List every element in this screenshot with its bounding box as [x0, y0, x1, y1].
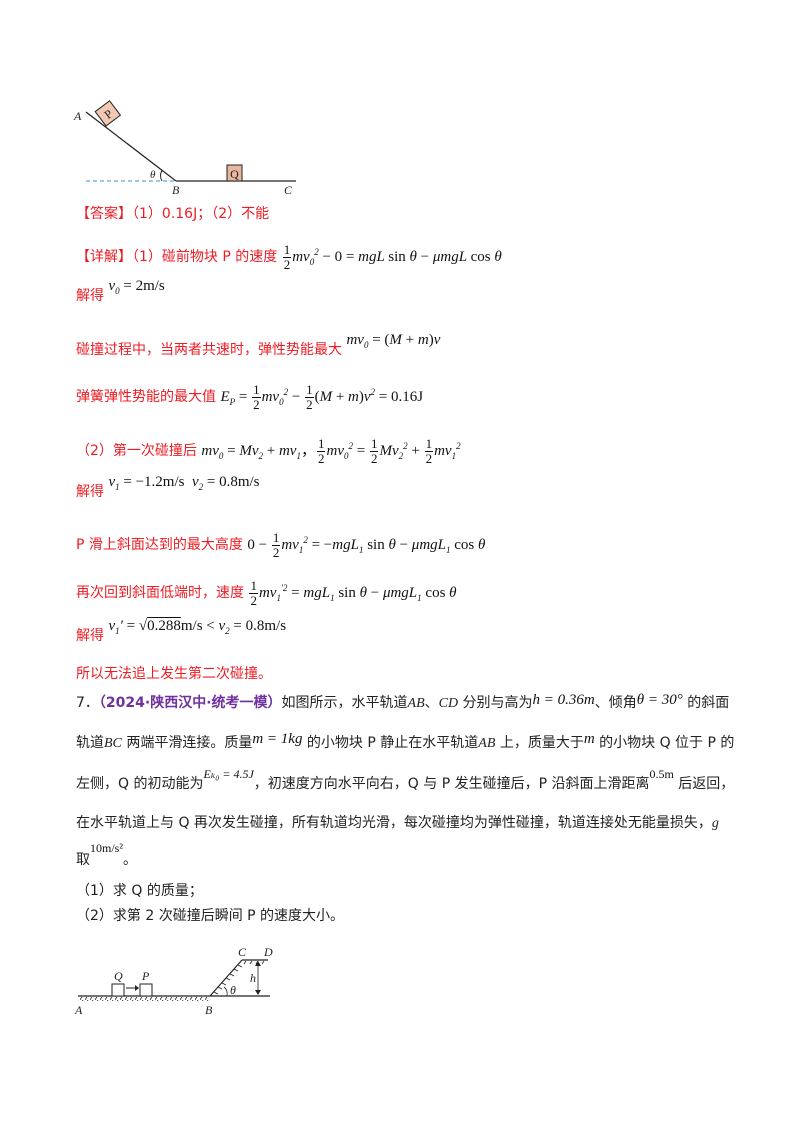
q7-g-symbol: g — [711, 816, 719, 831]
question-number: 7． — [76, 695, 99, 711]
detail-line-9: 解得 v1′ = √0.288m/s < v2 = 0.8m/s — [76, 618, 286, 651]
arrow-head-icon — [135, 985, 139, 991]
detail-line-3: 碰撞过程中，当两者共速时，弹性势能最大 mv0 = (M + m)v — [76, 332, 440, 365]
q7-text: ，初速度方向水平向右，Q 与 P 发生碰撞后，P 沿斜面上滑距离 — [253, 776, 650, 792]
ground-hatch — [78, 997, 210, 1001]
detail-line7-text: P 滑上斜面达到的最大高度 — [76, 537, 243, 553]
detail-line8-text: 再次回到斜面低端时，速度 — [76, 585, 244, 601]
svg-text:B: B — [205, 1003, 213, 1017]
detail-line3-text: 碰撞过程中，当两者共速时，弹性势能最大 — [76, 342, 342, 358]
q7-angle-value: θ = 30° — [636, 692, 683, 708]
conclusion-text: 所以无法追上发生第二次碰撞。 — [76, 666, 272, 682]
question7-line-4: 在水平轨道上与 Q 再次发生碰撞，所有轨道均光滑，每次碰撞均为弹性碰撞，轨道连接… — [76, 813, 719, 834]
q7-gravity-value: 10m/s² — [90, 841, 123, 855]
conclusion-line: 所以无法追上发生第二次碰撞。 — [76, 664, 272, 684]
q7-text: 后返回， — [673, 776, 735, 792]
question7-line-5: 取10m/s²。 — [76, 841, 137, 870]
question-source: （2024·陕西汉中·统考一模） — [98, 695, 282, 711]
q7-cd: CD — [438, 696, 459, 711]
q7-m-symbol: m — [583, 731, 595, 747]
block-p: P — [94, 100, 122, 127]
svg-text:C: C — [284, 183, 293, 197]
formula-v0: v0 = 2m/s — [108, 278, 165, 296]
detail-line-6: 解得 v1 = −1.2m/s v2 = 0.8m/s — [76, 474, 260, 507]
svg-text:C: C — [238, 945, 247, 959]
q7-distance: 0.5m — [649, 767, 674, 781]
svg-text:A: A — [73, 109, 82, 123]
svg-text:Q: Q — [230, 167, 239, 181]
detail-line1-text: （1）碰前物块 P 的速度 — [132, 249, 278, 265]
q7-kinetic-energy: Eₖ₀ = 4.5J — [203, 767, 254, 781]
q7-text: 两端平滑连接。质量 — [121, 735, 253, 751]
detail-line4-text: 弹簧弹性势能的最大值 — [76, 389, 216, 405]
svg-text:A: A — [74, 1003, 83, 1017]
answer-tag: 【答案】 — [76, 206, 132, 222]
detail-line-2: 解得 v0 = 2m/s — [76, 278, 165, 311]
block-q — [226, 164, 243, 182]
svg-text:D: D — [263, 945, 273, 959]
track-diagram-2: Q P A B C D h θ — [74, 945, 273, 1017]
incline-diagram-1: P Q θ A B C — [73, 100, 296, 197]
q7-height-value: h = 0.36m — [532, 692, 595, 708]
answer-line: 【答案】（1）0.16J；（2）不能 — [76, 204, 269, 224]
svg-text:B: B — [172, 183, 180, 197]
q7-text: 如图所示，水平轨道 — [281, 695, 408, 711]
q7-mass-value: m = 1kg — [252, 731, 303, 747]
q7-ab: AB — [478, 736, 496, 751]
q7-text: 分别与高为 — [458, 695, 533, 711]
question7-line-1: 7．（2024·陕西汉中·统考一模）如图所示，水平轨道AB、CD 分别与高为h … — [76, 692, 730, 714]
q7-text: 、倾角 — [594, 695, 637, 711]
detail-line5-text: （2）第一次碰撞后 — [76, 443, 197, 459]
q7-ab: AB — [407, 696, 425, 711]
arrow-up-icon — [255, 961, 261, 966]
slope-hatch — [213, 960, 265, 995]
formula-v1-prime: v1′ = √0.288m/s < v2 = 0.8m/s — [108, 618, 287, 636]
question7-line-2: 轨道BC 两端平滑连接。质量m = 1kg 的小物块 P 静止在水平轨道AB 上… — [76, 731, 735, 754]
svg-text:θ: θ — [230, 983, 236, 997]
sub-question-1: （1）求 Q 的质量； — [76, 881, 203, 901]
formula-momentum: mv0 = (M + m)v — [346, 332, 441, 350]
angle-arc — [223, 986, 228, 997]
q7-bc: BC — [104, 736, 122, 751]
q7-text: 。 — [122, 852, 137, 868]
q7-text: 的小物块 P 静止在水平轨道 — [302, 735, 479, 751]
solve-label: 解得 — [76, 628, 104, 644]
q7-text: 上，质量大于 — [495, 735, 584, 751]
sub-question-1-text: （1）求 Q 的质量； — [76, 883, 203, 899]
q7-text: 轨道 — [76, 735, 104, 751]
answer-text: （1）0.16J；（2）不能 — [132, 206, 270, 222]
svg-text:P: P — [141, 969, 150, 983]
angle-arc — [160, 169, 163, 182]
svg-text:h: h — [250, 971, 256, 985]
sub-question-2-text: （2）求第 2 次碰撞后瞬间 P 的速度大小。 — [76, 908, 345, 924]
q7-text: 、 — [424, 695, 439, 711]
question7-line-3: 左侧，Q 的初动能为Eₖ₀ = 4.5J，初速度方向水平向右，Q 与 P 发生碰… — [76, 767, 735, 794]
block-p — [139, 983, 153, 997]
svg-text:Q: Q — [114, 969, 123, 983]
q7-text: 的斜面 — [682, 695, 730, 711]
sub-question-2: （2）求第 2 次碰撞后瞬间 P 的速度大小。 — [76, 906, 344, 926]
solve-label: 解得 — [76, 484, 104, 500]
q7-text: 在水平轨道上与 Q 再次发生碰撞，所有轨道均光滑，每次碰撞均为弹性碰撞，轨道连接… — [76, 815, 712, 831]
svg-text:θ: θ — [150, 169, 156, 181]
q7-text: 的小物块 Q 位于 P 的 — [594, 735, 735, 751]
q7-text: 取 — [76, 852, 90, 868]
formula-v1-v2: v1 = −1.2m/s v2 = 0.8m/s — [108, 474, 260, 492]
detail-tag: 【详解】 — [76, 249, 132, 265]
block-q — [111, 983, 125, 997]
arrow-down-icon — [255, 990, 261, 995]
q7-text: 左侧，Q 的初动能为 — [76, 776, 204, 792]
solve-label: 解得 — [76, 288, 104, 304]
incline-ab — [85, 111, 177, 182]
